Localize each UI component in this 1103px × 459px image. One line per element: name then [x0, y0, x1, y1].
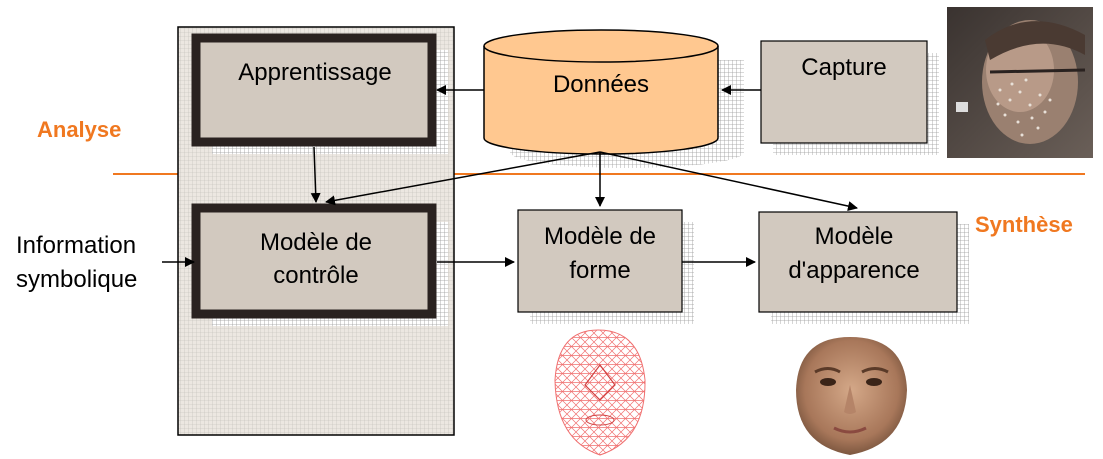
arrow-apprentissage-to-controle: [310, 146, 321, 203]
forme-label-line1: Modèle de: [544, 223, 656, 250]
capture-photo: [947, 7, 1093, 158]
capture-label: Capture: [801, 54, 886, 81]
apparence-label-line1: Modèle: [815, 223, 894, 250]
apprentissage-box: Apprentissage: [191, 33, 448, 154]
forme-label-line2: forme: [569, 257, 630, 284]
capture-box: Capture: [760, 40, 939, 155]
analyse-label: Analyse: [37, 117, 121, 142]
rendered-face-image: [796, 337, 907, 455]
arrow-donnees-to-apparence: [599, 151, 858, 211]
donnees-database: Données: [483, 29, 744, 168]
modele-apparence-box: Modèle d'apparence: [758, 211, 969, 324]
modele-forme-box: Modèle de forme: [517, 209, 694, 324]
synthese-label: Synthèse: [975, 212, 1073, 237]
arrow-donnees-to-controle: [325, 151, 601, 206]
information-label-line1: Information: [16, 232, 136, 259]
apprentissage-label: Apprentissage: [238, 59, 391, 86]
information-label-line2: symbolique: [16, 266, 137, 293]
apparence-label-line2: d'apparence: [788, 257, 919, 284]
arrows: [162, 85, 858, 267]
controle-label-line2: contrôle: [273, 262, 358, 289]
wireframe-mesh-image: [554, 329, 646, 456]
modele-controle-box: Modèle de contrôle: [191, 203, 448, 326]
controle-label-line1: Modèle de: [260, 229, 372, 256]
donnees-label: Données: [553, 71, 649, 98]
